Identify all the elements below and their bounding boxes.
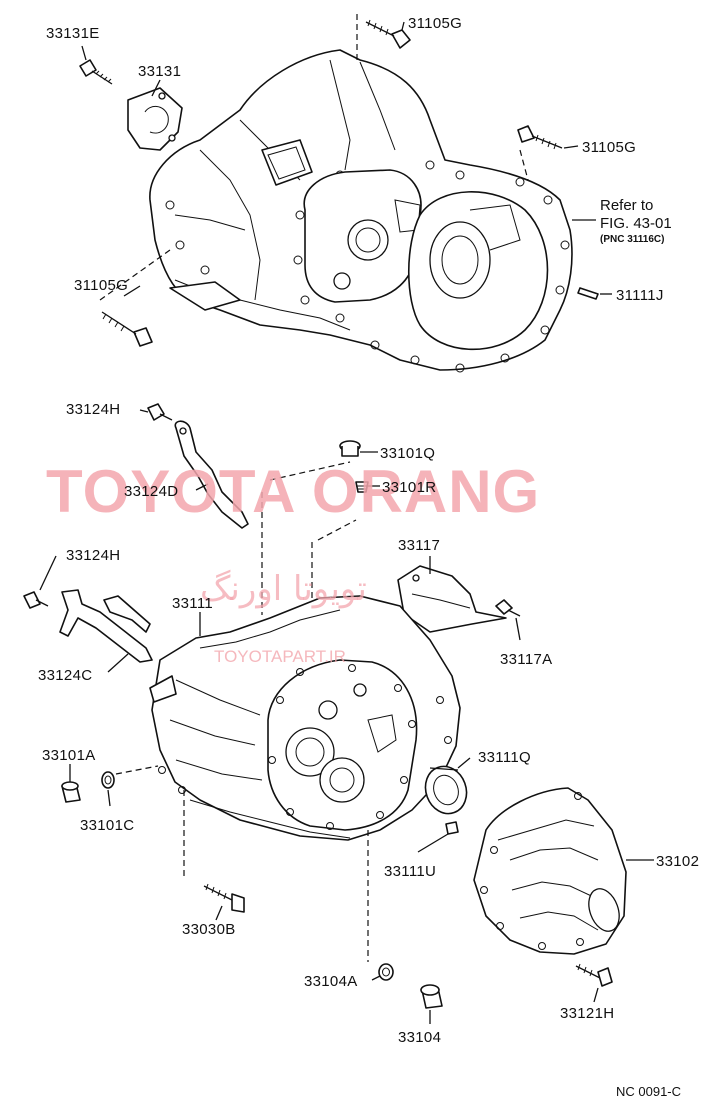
- label-33102: 33102: [656, 853, 699, 870]
- bolt-33131E: [79, 59, 113, 85]
- bolt-31105G-right: [517, 125, 563, 150]
- label-33124C: 33124C: [38, 667, 92, 684]
- watermark-brand: TOYOTA ORANG: [46, 458, 540, 525]
- leader-lines: [39, 21, 654, 1024]
- label-31105G-left: 31105G: [74, 277, 128, 294]
- transmission-case-33111: [149, 595, 461, 841]
- label-33030B: 33030B: [182, 921, 236, 938]
- watermark-url: TOYOTAPART.IR: [214, 647, 346, 666]
- plug-33101R: [355, 481, 369, 493]
- label-33131E: 33131E: [46, 25, 100, 42]
- label-33111: 33111: [172, 595, 213, 612]
- cover-plate-33117: [397, 565, 507, 633]
- label-33117A: 33117A: [500, 651, 552, 668]
- label-33124H-top: 33124H: [66, 401, 120, 418]
- bolt-33124H-left: [23, 591, 49, 609]
- label-31105G-top: 31105G: [408, 15, 462, 32]
- bolt-33117A: [495, 599, 521, 617]
- figure-code: NC 0091-C: [616, 1084, 681, 1099]
- part-labels: 33131E 33131 31105G 31105G Refer to FIG.…: [38, 15, 699, 1099]
- ref-line-2: FIG. 43-01: [600, 215, 672, 232]
- label-33101C: 33101C: [80, 817, 134, 834]
- label-33101R: 33101R: [382, 479, 436, 496]
- label-33124D: 33124D: [124, 483, 178, 500]
- bolt-31105G-left: [101, 311, 153, 347]
- pin-31111J: [577, 287, 599, 300]
- plug-33101Q: [339, 440, 361, 457]
- clutch-housing-assembly: [149, 49, 573, 373]
- label-33111U: 33111U: [384, 863, 436, 880]
- label-31111J: 31111J: [616, 287, 664, 304]
- bracket-33124C: [59, 589, 153, 663]
- extension-housing-33102: [473, 787, 627, 955]
- plug-33104: [420, 984, 443, 1009]
- plug-33101A: [61, 781, 81, 803]
- gasket-33101C: [101, 771, 115, 789]
- bracket-33124D: [174, 420, 249, 529]
- pin-33111U: [445, 821, 459, 835]
- label-33104A: 33104A: [304, 973, 358, 990]
- part-33131-plate: [127, 87, 183, 151]
- label-33101A: 33101A: [42, 747, 96, 764]
- ref-line-1: Refer to: [600, 197, 653, 214]
- ref-line-3: (PNC 31116C): [600, 234, 664, 245]
- watermark-persian: تویوتا اورنگ: [200, 569, 367, 609]
- gasket-33104A: [378, 963, 394, 981]
- label-33101Q: 33101Q: [380, 445, 435, 462]
- label-33111Q: 33111Q: [478, 749, 531, 766]
- label-33131: 33131: [138, 63, 181, 80]
- label-31105G-right: 31105G: [582, 139, 636, 156]
- bolt-33124H-top: [147, 403, 173, 421]
- bolt-33030B: [203, 883, 245, 913]
- bolt-31105G-top: [365, 19, 411, 49]
- label-33124H-left: 33124H: [66, 547, 120, 564]
- label-33121H: 33121H: [560, 1005, 614, 1022]
- watermark: TOYOTA ORANG تویوتا اورنگ TOYOTAPART.IR: [46, 458, 540, 666]
- label-33117: 33117: [398, 537, 440, 554]
- bolt-33121H: [575, 963, 613, 987]
- label-33104: 33104: [398, 1029, 441, 1046]
- oil-seal-33111Q: [424, 765, 468, 815]
